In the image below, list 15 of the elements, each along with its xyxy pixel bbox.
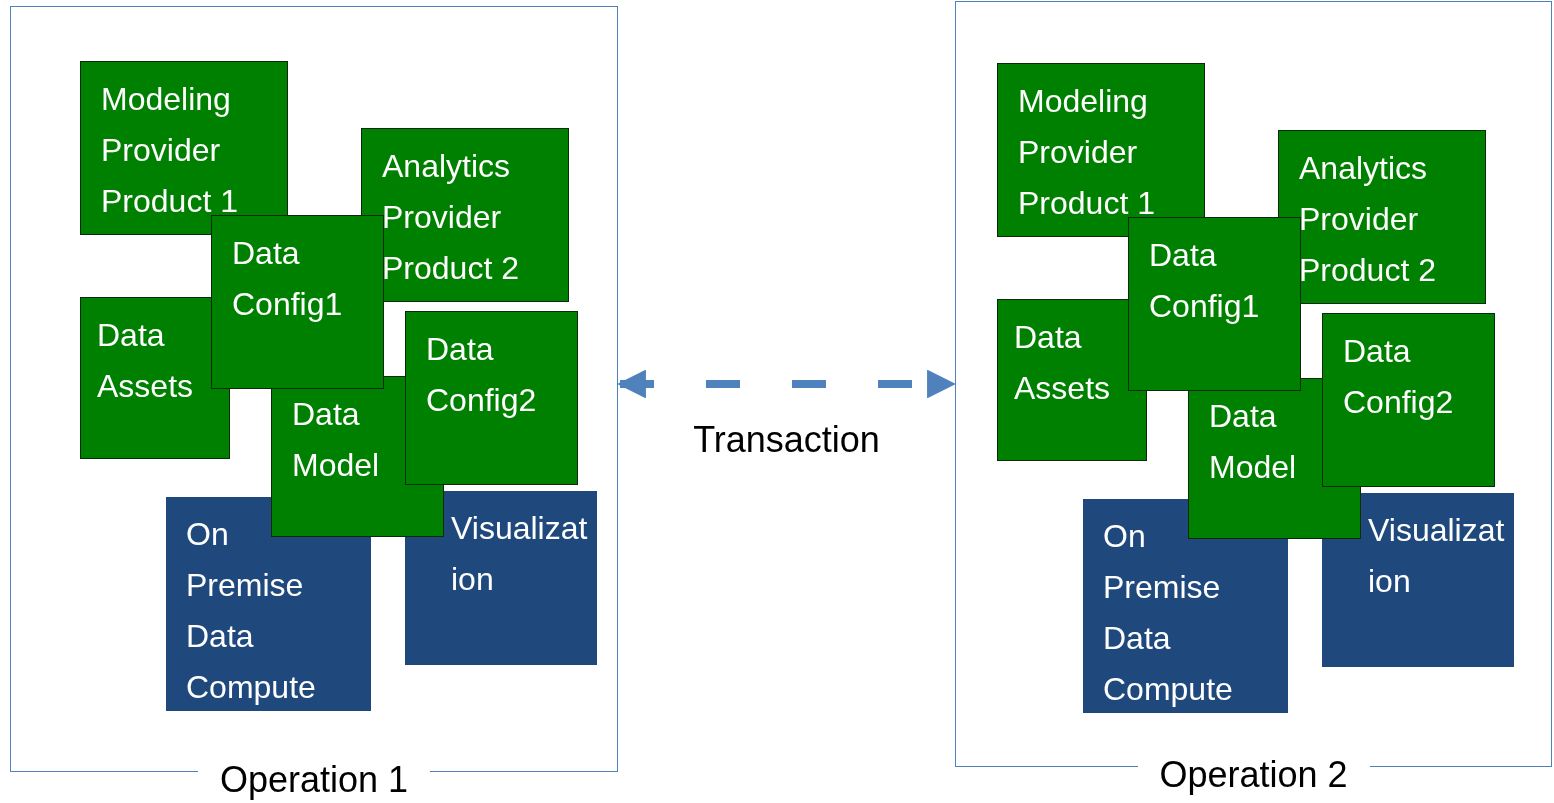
platform-box: Visualization xyxy=(405,491,597,665)
component-box: Data Assets xyxy=(997,299,1147,461)
component-box: Data Config1 xyxy=(211,215,384,389)
component-box: Modeling Provider Product 1 xyxy=(997,63,1205,237)
component-box: Data Config2 xyxy=(405,311,578,485)
dashed-double-arrow xyxy=(617,369,956,399)
component-box: Modeling Provider Product 1 xyxy=(80,61,288,235)
platform-box: Visualization xyxy=(1322,493,1514,667)
platform-box: On Premise Data Compute xyxy=(166,497,371,711)
platform-box: On Premise Data Compute xyxy=(1083,499,1288,713)
component-box: Data Assets xyxy=(80,297,230,459)
component-box: Data Config2 xyxy=(1322,313,1495,487)
component-box: Analytics Provider Product 2 xyxy=(361,128,569,302)
component-box: Data Config1 xyxy=(1128,217,1301,391)
component-box: Analytics Provider Product 2 xyxy=(1278,130,1486,304)
